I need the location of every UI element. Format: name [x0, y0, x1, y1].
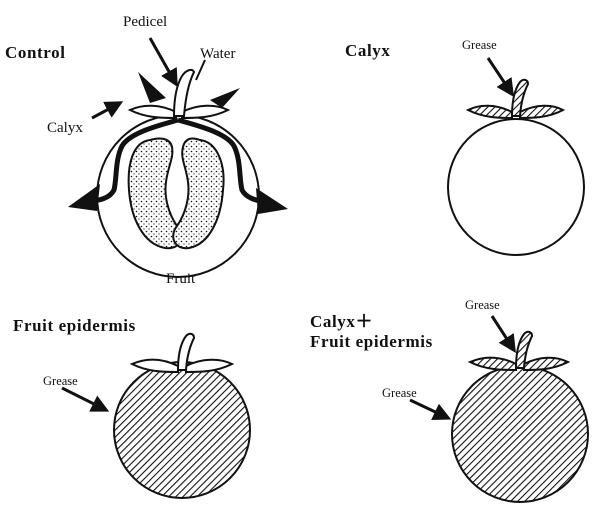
cfe-label-grease-left: Grease	[382, 386, 417, 400]
fruit-epidermis-panel: Fruit epidermis Grease	[13, 316, 250, 498]
fe-sepal-right	[186, 360, 232, 372]
calyx-fruit-outline	[448, 119, 584, 255]
control-title: Control	[5, 43, 66, 62]
cfe-grease-pointer-left	[410, 400, 448, 418]
fruit-epidermis-fruit	[114, 362, 250, 498]
calyx-fruit-epidermis-panel: Calyx＋ Fruit epidermis Grease Grease	[310, 298, 588, 502]
water-flow-arrow-left	[68, 184, 100, 211]
label-calyx: Calyx	[47, 120, 83, 136]
water-arrow-left	[138, 72, 166, 103]
water-arrow-right	[210, 88, 240, 108]
fe-grease-pointer	[62, 388, 106, 410]
label-water: Water	[200, 46, 235, 62]
fruit-epidermis-title: Fruit epidermis	[13, 316, 136, 335]
control-panel: Control Pedicel Water Calyx Fruit	[5, 14, 288, 287]
cfe-fruit	[452, 366, 588, 502]
control-fruit-outline	[97, 115, 259, 277]
water-pointer	[196, 60, 205, 80]
fe-sepal-left	[132, 360, 178, 372]
water-flow-arrow-right	[256, 188, 288, 214]
cfe-sepal-left	[470, 358, 516, 370]
calyx-pointer	[92, 103, 120, 118]
control-sepal-right	[182, 106, 228, 118]
calyx-label-grease: Grease	[462, 38, 497, 52]
label-pedicel: Pedicel	[123, 14, 167, 30]
cfe-label-grease-top: Grease	[465, 298, 500, 312]
cfe-grease-pointer-top	[492, 316, 514, 350]
calyx-title: Calyx	[345, 41, 391, 60]
calyx-panel: Calyx Grease	[345, 38, 584, 255]
cfe-sepal-right	[524, 358, 568, 370]
fe-label-grease: Grease	[43, 374, 78, 388]
cfe-title-line2: Fruit epidermis	[310, 332, 433, 351]
calyx-sepal-left	[468, 106, 512, 118]
label-fruit: Fruit	[166, 271, 196, 287]
calyx-sepal-right	[520, 106, 563, 118]
calyx-grease-pointer	[488, 58, 512, 94]
control-sepal-left	[130, 106, 176, 118]
cfe-title-line1: Calyx＋	[310, 312, 373, 331]
pedicel-pointer	[150, 38, 176, 84]
